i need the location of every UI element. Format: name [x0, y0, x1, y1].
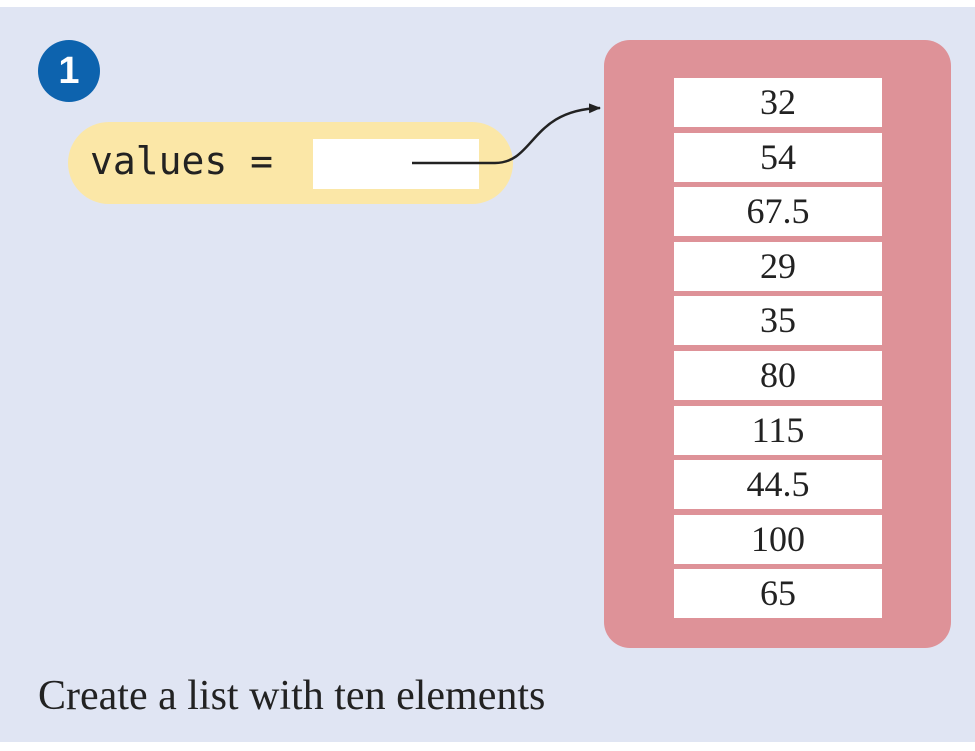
- list-element: 29: [674, 241, 882, 291]
- diagram-caption: Create a list with ten elements: [38, 673, 546, 719]
- list-element: 44.5: [674, 460, 882, 510]
- list-element: 115: [674, 405, 882, 455]
- reference-box: [313, 139, 479, 189]
- list-element: 54: [674, 132, 882, 182]
- variable-assignment-label: values =: [90, 139, 274, 183]
- list-element: 65: [674, 569, 882, 619]
- step-number-badge: 1: [38, 40, 100, 102]
- list-element: 100: [674, 514, 882, 564]
- list-element: 35: [674, 296, 882, 346]
- list-element: 67.5: [674, 187, 882, 237]
- list-element: 80: [674, 350, 882, 400]
- list-element: 32: [674, 78, 882, 127]
